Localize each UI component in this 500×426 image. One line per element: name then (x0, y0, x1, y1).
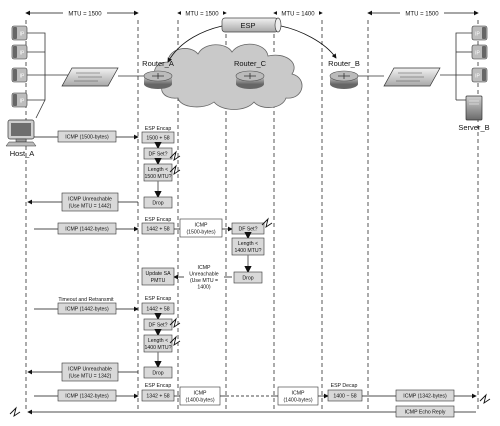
length-1400-b2: 1400 MTU? (144, 345, 171, 351)
df-set-1: DF Set? (148, 152, 167, 158)
length-1500-b: 1500 MTU? (144, 174, 171, 180)
update-sa-b: PMTU (151, 278, 166, 284)
router-b-label: Router_B (328, 59, 360, 68)
right-links (440, 32, 472, 100)
mtu-bracket-mid2: MTU = 1400 (273, 8, 323, 18)
lightning-icon (169, 150, 181, 162)
host-a-label: Host_A (10, 149, 35, 158)
icmp-1400b-b2: (1400-bytes) (283, 398, 312, 404)
unreach-1400-4: 1400) (197, 285, 211, 291)
enc-1342: 1342 + 58 (146, 394, 169, 400)
mtu-mid1-label: MTU = 1500 (185, 12, 219, 18)
icmp-1400b-b1: (1400-bytes) (185, 398, 214, 404)
mtu-bracket-mid1: MTU = 1500 (177, 8, 227, 18)
cloud-icon (154, 43, 303, 110)
workstation-icon (5, 119, 37, 147)
router-a-label: Router_A (142, 59, 174, 68)
mtu-mid2-label: MTU = 1400 (281, 12, 315, 18)
esp-decap: ESP Decap (331, 383, 358, 389)
phone-label: IP (475, 74, 480, 80)
drop-1: Drop (152, 201, 163, 207)
dec-1400: 1400 − 58 (333, 394, 356, 400)
server-b-label: Server_B (458, 123, 489, 132)
unreach-1400-2: Unreachable (189, 272, 219, 278)
lightning-icon (9, 406, 21, 418)
enc-1500: 1500 + 58 (146, 136, 169, 142)
phone-label: IP (20, 99, 25, 105)
msg-icmp-1342: ICMP (1342-bytes) (65, 394, 109, 400)
unreach-1442-b: (Use MTU = 1442) (69, 204, 112, 210)
esp-encap-3: ESP Encap (145, 296, 172, 302)
esp-encap-1: ESP Encap (145, 126, 172, 132)
mtu-bracket-left: MTU = 1500 (25, 8, 139, 18)
phone-label: IP (475, 32, 480, 38)
update-sa-a: Update SA (145, 271, 171, 277)
esp-encap-2: ESP Encap (145, 217, 172, 223)
phone-label: IP (20, 32, 25, 38)
router-c-label: Router_C (234, 59, 267, 68)
lifelines (25, 20, 479, 412)
ip-phone-icon: IP IP IP IP (11, 25, 28, 108)
unreach-1400-1: ICMP (198, 265, 212, 271)
msg-icmp-1442-a: ICMP (1442-bytes) (65, 227, 109, 233)
unreach-1342-b: (Use MTU = 1342) (69, 374, 112, 380)
router-icon (143, 70, 359, 89)
lightning-icon (169, 335, 181, 347)
phone-label: IP (475, 51, 480, 57)
df-set-3: DF Set? (148, 323, 167, 329)
ip-phone-icon: IP IP IP (471, 25, 488, 83)
icmp-1342-bytes: ICMP (1342-bytes) (403, 394, 447, 400)
unreach-1442-a: ICMP Unreachable (68, 197, 112, 203)
esp-tunnel: ESP (167, 17, 337, 63)
msg-icmp-1500: ICMP (1500-bytes) (65, 135, 109, 141)
enc-1442-a: 1442 + 58 (146, 227, 169, 233)
lightning-icon (169, 317, 181, 329)
df-set-2: DF Set? (238, 227, 257, 233)
length-1500-a: Length < (148, 167, 168, 173)
enc-1442-b: 1442 + 58 (146, 307, 169, 313)
mtu-bracket-right: MTU = 1500 (367, 8, 479, 18)
msg-icmp-1442-b: ICMP (1442-bytes) (65, 307, 109, 313)
length-1400-a1: Length < (238, 241, 258, 247)
unreach-1342-a: ICMP Unreachable (68, 367, 112, 373)
lightning-icon (261, 217, 273, 229)
left-links (27, 32, 72, 119)
lightning-icon (479, 393, 491, 405)
icmp-1500b-b: (1500-bytes) (186, 230, 215, 236)
drop-3: Drop (152, 371, 163, 377)
esp-tunnel-label: ESP (240, 21, 255, 30)
lightning-icon (169, 164, 181, 176)
icmp-1400b-a1: ICMP (194, 391, 208, 397)
icmp-1500b-a: ICMP (195, 223, 209, 229)
echo-reply: ICMP Echo Reply (405, 410, 446, 416)
mtu-right-label: MTU = 1500 (405, 12, 439, 18)
phone-label: IP (20, 74, 25, 80)
icmp-1400b-a2: ICMP (292, 391, 306, 397)
length-1400-b1: 1400 MTU? (234, 248, 261, 254)
server-icon (456, 95, 483, 121)
length-1400-a2: Length < (148, 338, 168, 344)
switch-icon (383, 67, 441, 87)
switch-icon (61, 67, 119, 87)
drop-2: Drop (242, 276, 253, 282)
esp-encap-4: ESP Encap (145, 383, 172, 389)
unreach-1400-3: (Use MTU = (190, 278, 218, 284)
mtu-left-label: MTU = 1500 (68, 12, 102, 18)
timeout-label: Timeout and Retransmit (58, 297, 114, 303)
phone-label: IP (20, 51, 25, 57)
